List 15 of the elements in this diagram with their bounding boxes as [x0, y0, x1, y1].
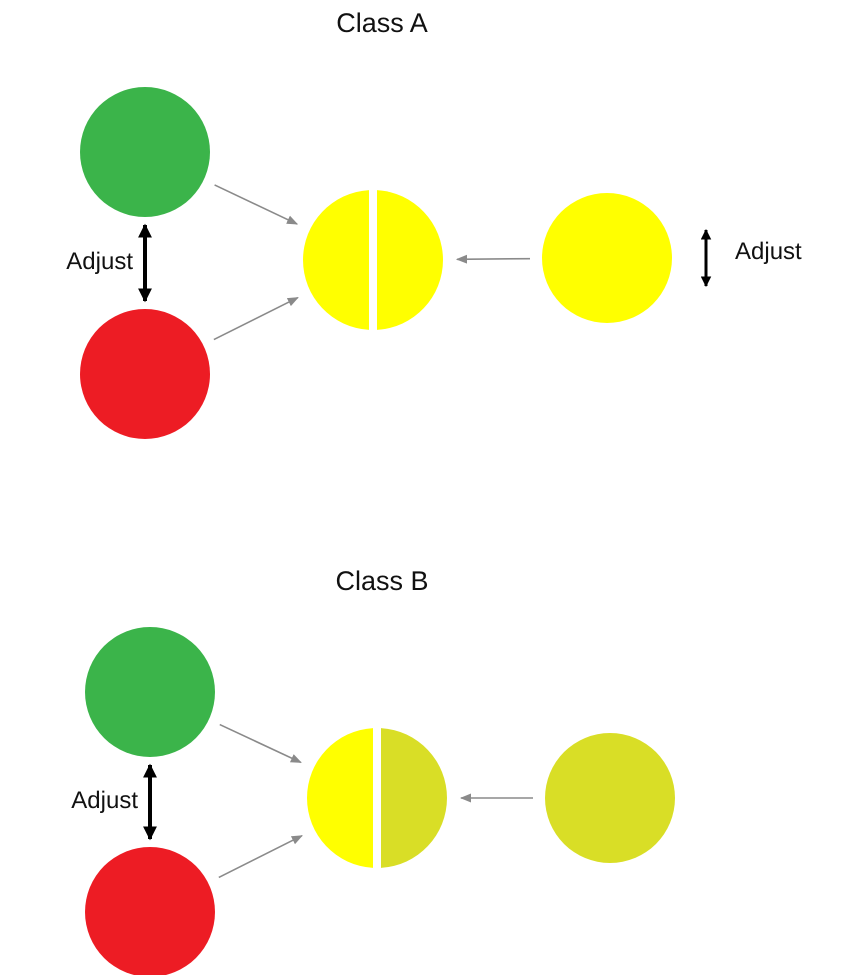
- arrow: [219, 724, 302, 764]
- split-circle: [307, 728, 447, 868]
- arrow: [214, 296, 299, 340]
- arrow: [143, 764, 157, 840]
- heading: Class A: [336, 8, 428, 39]
- arrow: [138, 224, 152, 302]
- edge-label: Adjust: [71, 787, 138, 815]
- split-circle: [303, 190, 443, 330]
- arrow: [456, 254, 530, 264]
- annotation-label: Adjust: [735, 238, 802, 266]
- arrow: [218, 834, 303, 878]
- heading: Class B: [335, 566, 429, 597]
- arrow: [460, 794, 533, 802]
- edge-label: Adjust: [66, 248, 133, 276]
- arrow: [214, 184, 298, 225]
